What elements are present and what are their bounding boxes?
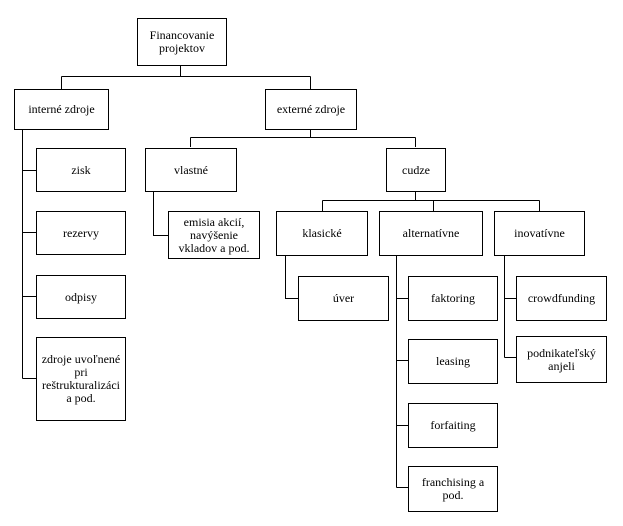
- node-alternative-item: franchising a pod.: [408, 466, 498, 512]
- node-alternative: alternatívne: [379, 211, 483, 256]
- node-internal-item: zdroje uvoľnené pri reštrukturalizáci a …: [36, 337, 126, 421]
- node-root: Financovanie projektov: [137, 18, 227, 66]
- node-external: externé zdroje: [265, 89, 357, 130]
- node-internal-item: zisk: [36, 148, 126, 192]
- node-classic-item: úver: [298, 276, 389, 321]
- connector-internal-items: [22, 170, 36, 379]
- node-innovative: inovatívne: [494, 211, 585, 256]
- node-internal: interné zdroje: [14, 89, 109, 130]
- node-internal-item: odpisy: [36, 275, 126, 319]
- node-own-label: vlastné: [174, 162, 208, 177]
- node-alternative-item: leasing: [408, 339, 498, 384]
- node-innovative-item: podnikateľský anjeli: [516, 336, 607, 383]
- node-classic: klasické: [276, 211, 368, 256]
- node-root-label: Financovanie projektov: [149, 28, 215, 55]
- connector-innovative-items: [504, 298, 516, 358]
- node-foreign: cudze: [386, 148, 446, 192]
- node-own-item: emisia akcií, navýšenie vkladov a pod.: [168, 211, 260, 259]
- node-alternative-item: faktoring: [408, 276, 498, 321]
- node-internal-item: rezervy: [36, 211, 126, 255]
- node-alternative-item: forfaiting: [408, 403, 498, 448]
- connector-root: [61, 66, 311, 89]
- connector-foreign: [322, 192, 540, 211]
- node-foreign-label: cudze: [402, 162, 430, 177]
- node-external-label: externé zdroje: [276, 102, 346, 116]
- node-internal-label: interné zdroje: [28, 102, 95, 116]
- connector-external: [190, 130, 416, 147]
- connector-own: [153, 192, 168, 236]
- connector-alternative-items: [396, 298, 408, 488]
- connector-classic: [285, 256, 298, 299]
- node-own: vlastné: [145, 148, 237, 192]
- node-innovative-item: crowdfunding: [516, 276, 607, 321]
